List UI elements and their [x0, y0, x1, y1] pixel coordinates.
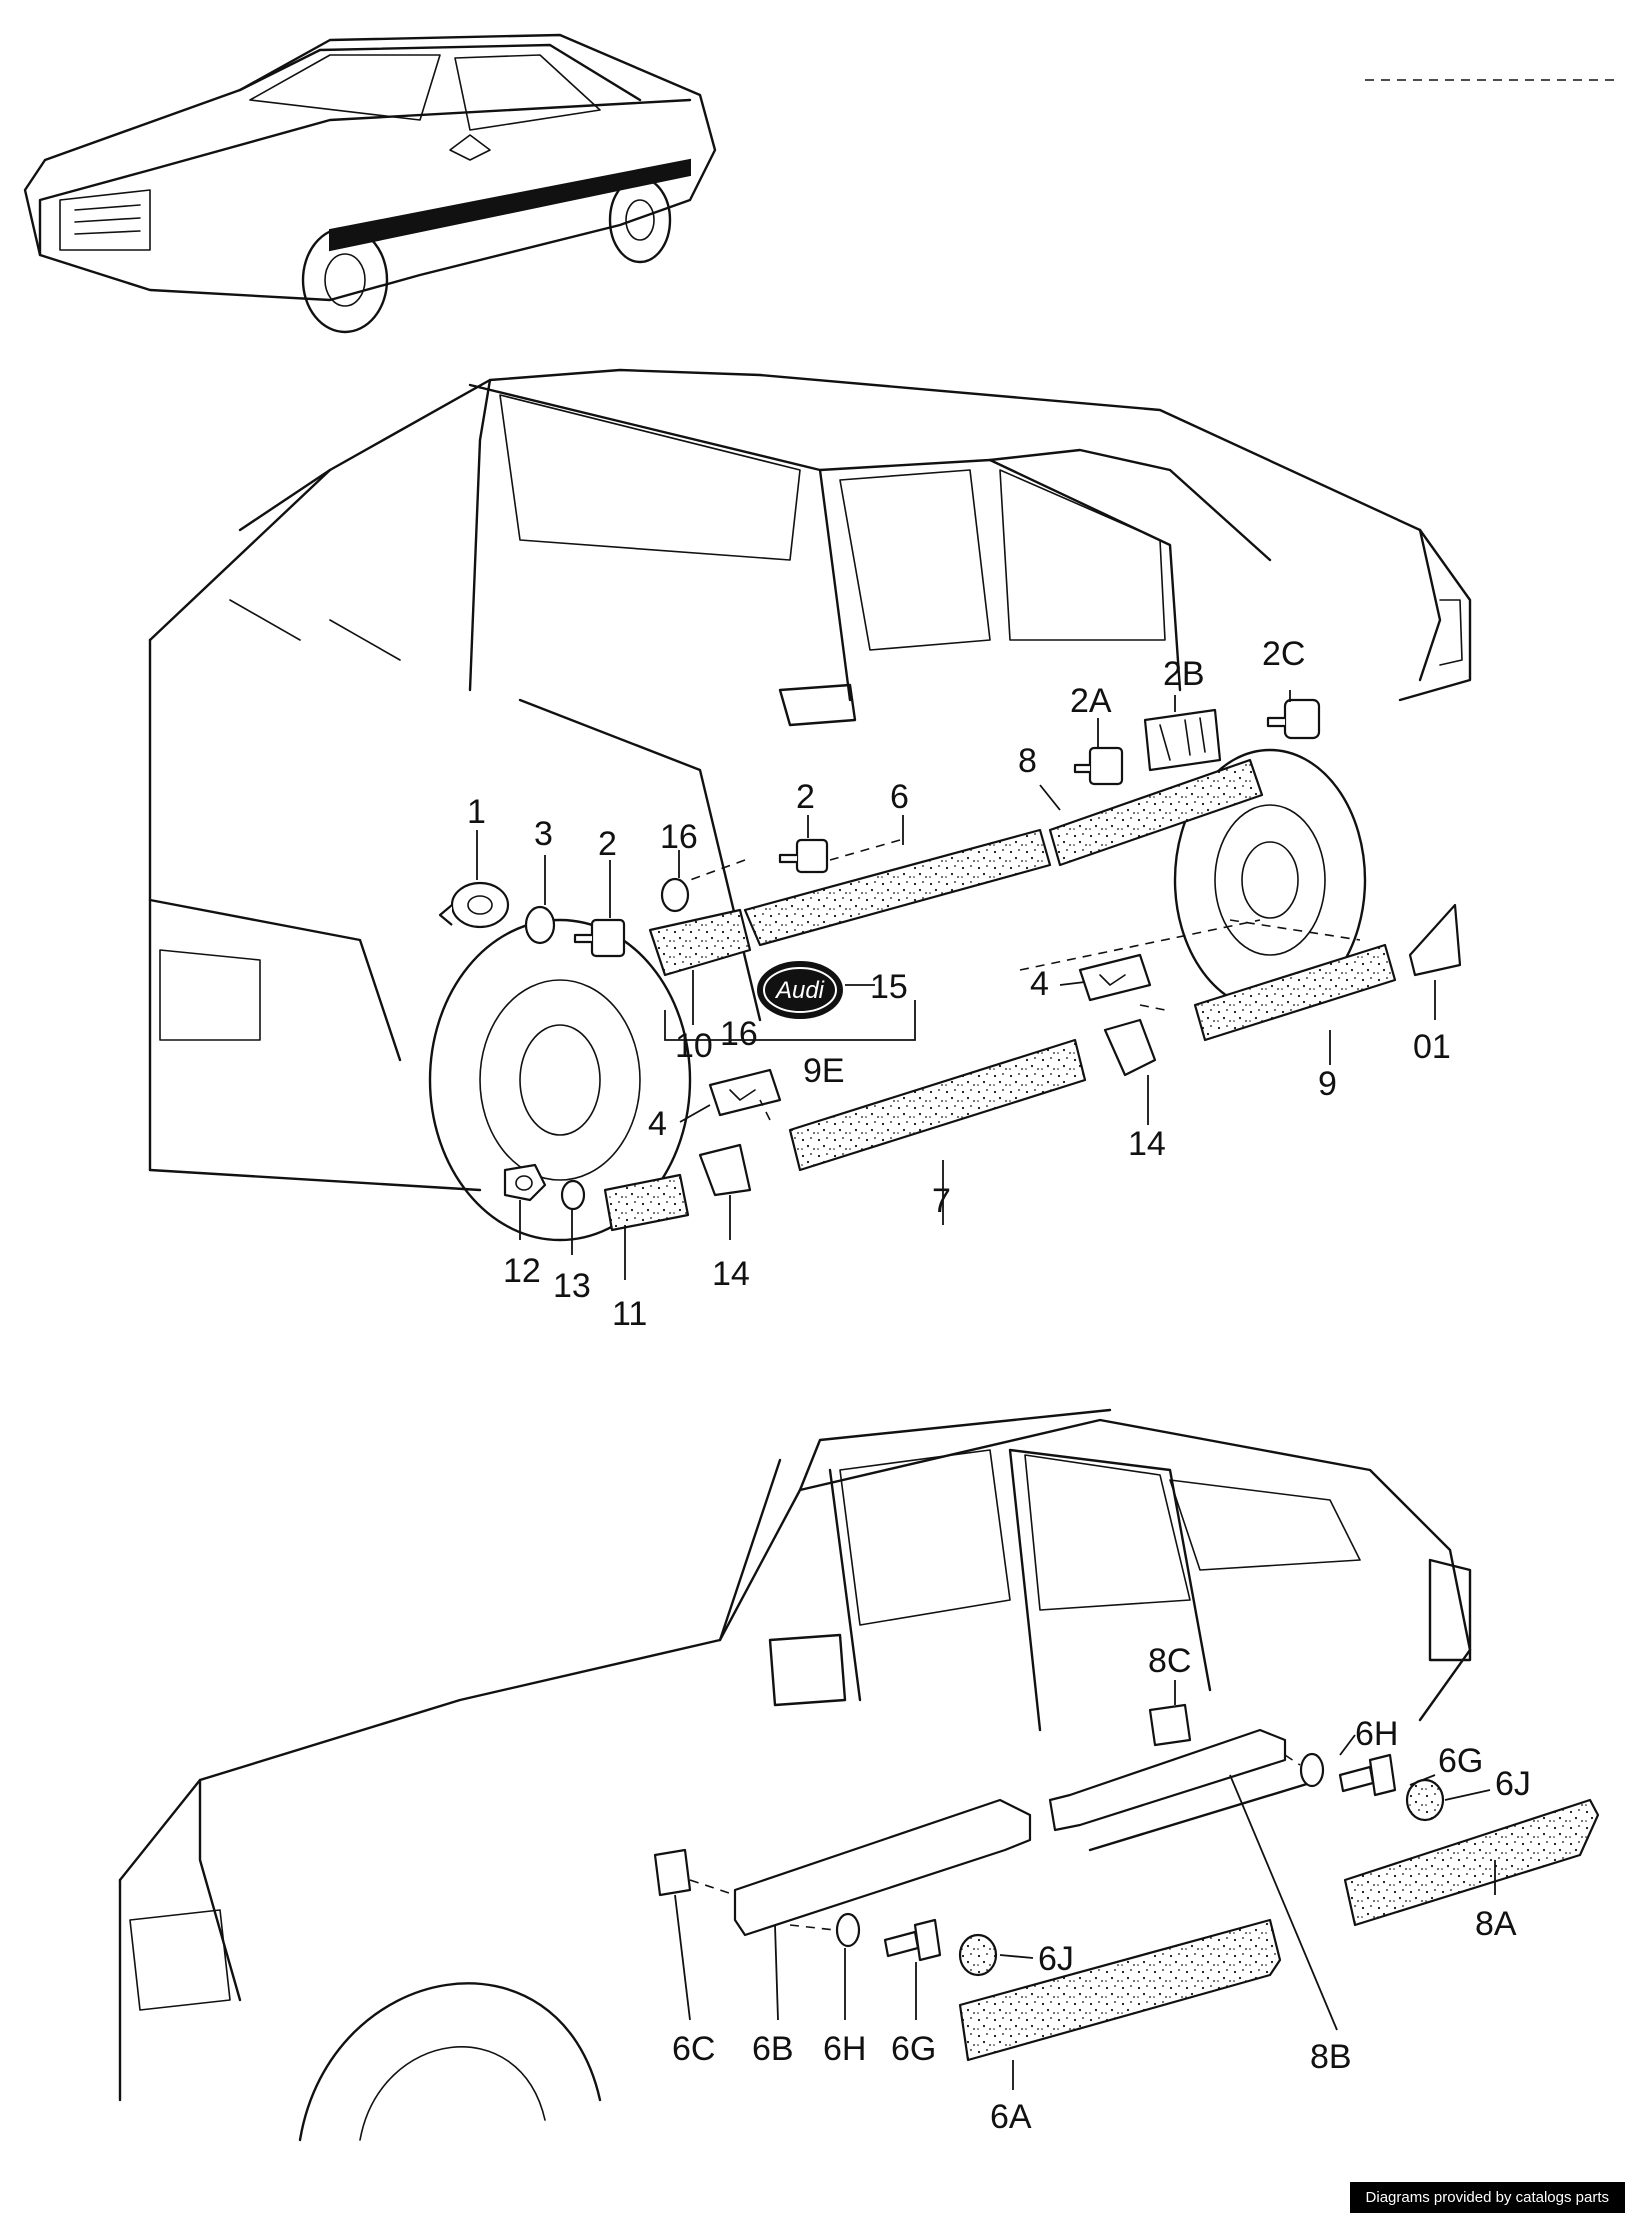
part-end-cap-01: [1408, 903, 1462, 977]
thumbnail-car-illustration: [23, 33, 717, 334]
part-trim-8: [1048, 758, 1264, 867]
callout-6j-rear: 6J: [1495, 1765, 1531, 1803]
part-bolt-6g-front: [883, 1918, 942, 1962]
part-washer-13: [560, 1179, 586, 1211]
callout-13: 13: [553, 1267, 591, 1305]
part-clip-4-right: [1078, 953, 1152, 1002]
callout-labels: 1 3 2 16 2 6 8 2A 2B 2C 10 16 15 9E 4 4 …: [467, 635, 1531, 2136]
part-clip-14-right: [1103, 1018, 1157, 1077]
part-clip-8c: [1148, 1703, 1192, 1747]
part-washer-3: [524, 905, 556, 945]
callout-6a: 6A: [990, 2098, 1032, 2136]
top-parts-group: Audi: [438, 698, 1462, 1232]
callout-6: 6: [890, 778, 909, 816]
part-sill-cover-8a: [1343, 1798, 1600, 1927]
callout-6c: 6C: [672, 2030, 715, 2068]
callout-9: 9: [1318, 1065, 1337, 1103]
part-trim-10: [648, 908, 752, 977]
part-plug-6j-rear: [1405, 1778, 1445, 1822]
leader-lines: [476, 690, 1496, 2090]
callout-2-middle: 2: [796, 778, 815, 816]
callout-6h-front: 6H: [823, 2030, 866, 2068]
callout-15: 15: [870, 968, 908, 1006]
part-pad-11: [603, 1173, 690, 1232]
callout-6g-front: 6G: [891, 2030, 936, 2068]
callout-2c: 2C: [1262, 635, 1305, 673]
callout-8c: 8C: [1148, 1642, 1191, 1680]
callout-2b: 2B: [1163, 655, 1205, 693]
callout-4-left: 4: [648, 1105, 667, 1143]
callout-1: 1: [467, 793, 486, 831]
part-trim-6: [743, 828, 1052, 947]
part-washer-6h-rear: [1299, 1752, 1325, 1788]
callout-16-top: 16: [660, 818, 698, 856]
callout-2-left: 2: [598, 825, 617, 863]
part-bolt-6g-rear: [1338, 1753, 1397, 1797]
side-view-car-outline-top: [148, 368, 1472, 1242]
part-clip-14-left: [698, 1143, 752, 1197]
part-washer-6h-front: [835, 1912, 861, 1948]
callout-6b: 6B: [752, 2030, 794, 2068]
callout-7: 7: [932, 1182, 951, 1220]
callout-8b: 8B: [1310, 2038, 1352, 2076]
part-grommet-1: [438, 881, 510, 929]
callout-2a: 2A: [1070, 682, 1112, 720]
part-clip-4-left: [708, 1068, 782, 1117]
callout-10: 10: [675, 1027, 713, 1065]
part-carrier-8b: [1048, 1728, 1287, 1832]
callout-9e: 9E: [803, 1052, 845, 1090]
part-plug-6j-front: [958, 1933, 998, 1977]
callout-3: 3: [534, 815, 553, 853]
part-bracket-6c: [653, 1848, 692, 1897]
diagram-credit-footer: Diagrams provided by catalogs parts: [1349, 2182, 1625, 2213]
callout-11: 11: [612, 1295, 647, 1333]
part-trim-9: [1193, 943, 1397, 1042]
part-trim-7: [788, 1038, 1087, 1172]
part-sill-cover-6a: [958, 1918, 1282, 2062]
bottom-parts-group: [653, 1703, 1600, 2062]
part-clip-2c: [1266, 698, 1321, 740]
callout-16-bottom: 16: [720, 1015, 758, 1053]
callout-6g-rear: 6G: [1438, 1742, 1483, 1780]
part-washer-16-top: [660, 877, 690, 913]
callout-01: 01: [1413, 1028, 1451, 1066]
callout-6j-front: 6J: [1038, 1940, 1074, 1978]
callout-6h-rear: 6H: [1355, 1715, 1398, 1753]
callout-12: 12: [503, 1252, 541, 1290]
callout-14-left: 14: [712, 1255, 750, 1293]
audi-badge: Audi: [757, 961, 843, 1019]
audi-badge-text: Audi: [774, 977, 825, 1004]
part-carrier-6b: [733, 1798, 1032, 1937]
callout-8a: 8A: [1475, 1905, 1517, 1943]
callout-4-right: 4: [1030, 965, 1049, 1003]
part-clip-2-middle: [778, 838, 829, 874]
part-bracket-2b: [1143, 708, 1222, 772]
part-nut-12: [503, 1163, 547, 1202]
side-view-car-outline-bottom: [118, 1408, 1472, 2142]
callout-8: 8: [1018, 742, 1037, 780]
part-clip-2-left: [573, 918, 626, 958]
part-clip-2a: [1073, 746, 1124, 786]
callout-14-right: 14: [1128, 1125, 1166, 1163]
